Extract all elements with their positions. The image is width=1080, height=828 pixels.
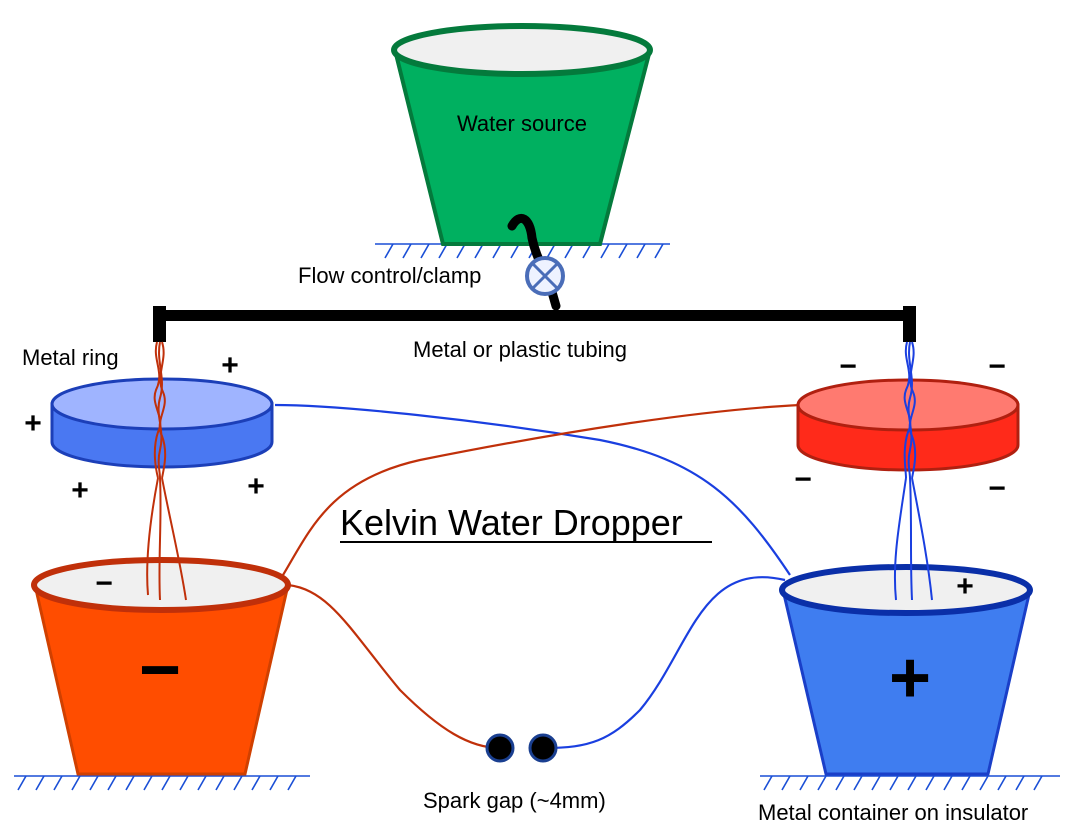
spark-gap-label: Spark gap (~4mm) [423, 788, 606, 813]
left-metal-ring [50, 377, 274, 469]
left-ring-plus-sign: + [71, 474, 89, 507]
metal-ring-label: Metal ring [22, 345, 119, 370]
right-ring-minus-sign: − [794, 463, 812, 496]
right-bucket-plus-sign: + [889, 638, 931, 718]
right-bucket-rim [779, 564, 1033, 616]
tubing-label: Metal or plastic tubing [413, 337, 627, 362]
left-bucket-minus-sign: − [139, 630, 181, 710]
spark-gap-right-ball [528, 733, 558, 763]
left-water-stream [146, 341, 187, 601]
left-bucket-rim-minus-sign: − [95, 567, 113, 600]
left-bucket-rim [31, 557, 291, 613]
left-spark-lead-wire [287, 583, 501, 750]
left-ring-plus-sign: + [24, 407, 42, 440]
right-ring-to-left-bucket-wire [282, 403, 801, 576]
water-source-bucket [391, 23, 653, 246]
tubing [153, 306, 916, 342]
flow-control-label: Flow control/clamp [298, 263, 481, 288]
left-bucket [31, 557, 291, 776]
water-source-label: Water source [457, 111, 587, 136]
ground-hatch-left [14, 775, 310, 791]
water-source-rim [391, 23, 653, 77]
right-ring-minus-sign: − [988, 472, 1006, 505]
spark-gap-left-ball [485, 733, 515, 763]
right-bucket-rim-plus-sign: + [956, 570, 974, 603]
flow-control-valve[interactable] [525, 256, 565, 296]
diagram-title: Kelvin Water Dropper [340, 502, 683, 543]
spark-gap [485, 733, 558, 763]
tubing-left-nozzle [153, 306, 166, 342]
tubing-right-nozzle [903, 306, 916, 342]
ground-hatch-right [760, 775, 1060, 791]
right-water-stream [893, 341, 933, 601]
tubing-horizontal [160, 310, 912, 321]
left-ring-to-right-bucket-wire [274, 403, 791, 576]
metal-container-label: Metal container on insulator [758, 800, 1028, 825]
right-ring-minus-sign: − [988, 350, 1006, 383]
left-ring-plus-sign: + [221, 349, 239, 382]
right-spark-lead-wire [544, 576, 786, 750]
left-ring-plus-sign: + [247, 470, 265, 503]
ground-hatch-top [375, 243, 670, 259]
right-bucket [779, 564, 1033, 776]
right-ring-minus-sign: − [839, 350, 857, 383]
